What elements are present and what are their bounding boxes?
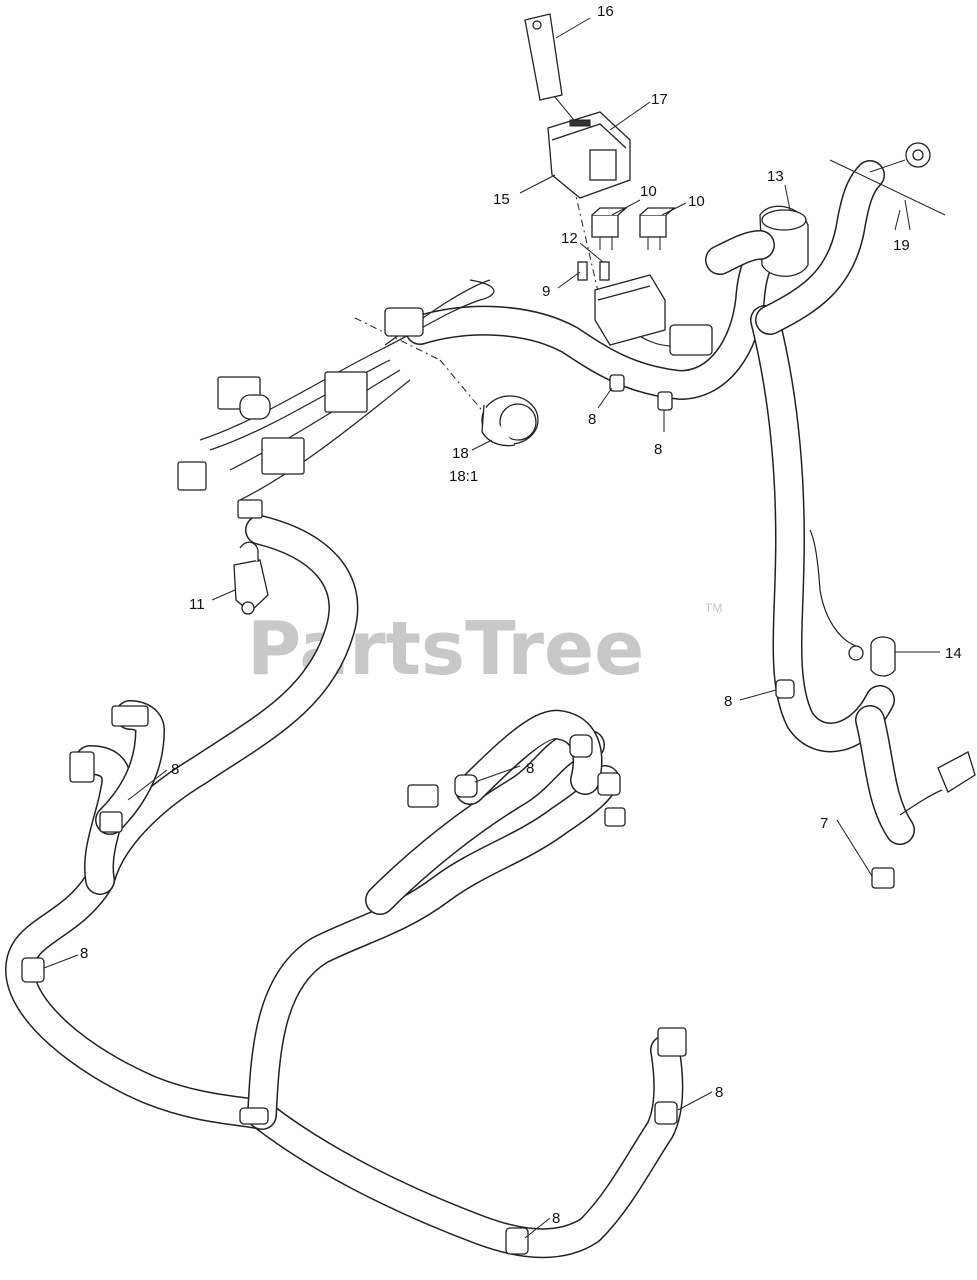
part-17-block bbox=[547, 111, 631, 199]
part-13-boot bbox=[705, 205, 809, 277]
watermark-tm: TM bbox=[705, 601, 722, 615]
fuses bbox=[577, 261, 610, 281]
callout-12: 12 bbox=[561, 230, 578, 247]
callout-8-d: 8 bbox=[171, 761, 179, 778]
harness-clips bbox=[21, 374, 795, 1255]
callout-16: 16 bbox=[597, 3, 614, 20]
part-18-switch bbox=[481, 395, 539, 447]
relay-10-right bbox=[639, 207, 676, 250]
callout-8-e: 8 bbox=[526, 760, 534, 777]
callout-18: 18 bbox=[452, 445, 469, 462]
upper-wire-cluster bbox=[199, 169, 691, 501]
callout-8-b: 8 bbox=[654, 441, 662, 458]
part-11-sensor bbox=[233, 541, 269, 615]
callout-14: 14 bbox=[945, 645, 962, 662]
relay-10-left bbox=[591, 207, 628, 250]
part-14-grommet bbox=[809, 529, 896, 677]
fuse-holder bbox=[594, 274, 713, 356]
callout-labels: 16 17 15 13 10 10 12 9 19 8 8 18 18:1 11… bbox=[80, 3, 962, 1227]
callout-13: 13 bbox=[767, 168, 784, 185]
part-16-bracket bbox=[524, 13, 579, 126]
part-7-connector bbox=[871, 751, 976, 889]
callout-7: 7 bbox=[820, 815, 828, 832]
callout-leaders bbox=[43, 17, 940, 1239]
callout-11: 11 bbox=[189, 596, 205, 613]
left-connector-cluster bbox=[177, 307, 424, 519]
callout-10-right: 10 bbox=[688, 193, 705, 210]
callout-17: 17 bbox=[651, 91, 668, 108]
callout-8-c: 8 bbox=[724, 693, 732, 710]
callout-8-f: 8 bbox=[80, 945, 88, 962]
left-terminal-connectors bbox=[69, 705, 149, 833]
callout-9: 9 bbox=[542, 283, 550, 300]
callout-8-a: 8 bbox=[588, 411, 596, 428]
callout-19: 19 bbox=[893, 237, 910, 254]
callout-10-left: 10 bbox=[640, 183, 657, 200]
middle-connectors bbox=[407, 734, 626, 827]
part-19-terminal bbox=[829, 142, 946, 231]
main-harness bbox=[5, 160, 915, 1259]
callout-15: 15 bbox=[493, 191, 510, 208]
callout-8-h: 8 bbox=[552, 1210, 560, 1227]
callout-18-1: 18:1 bbox=[449, 468, 478, 485]
callout-8-g: 8 bbox=[715, 1084, 723, 1101]
